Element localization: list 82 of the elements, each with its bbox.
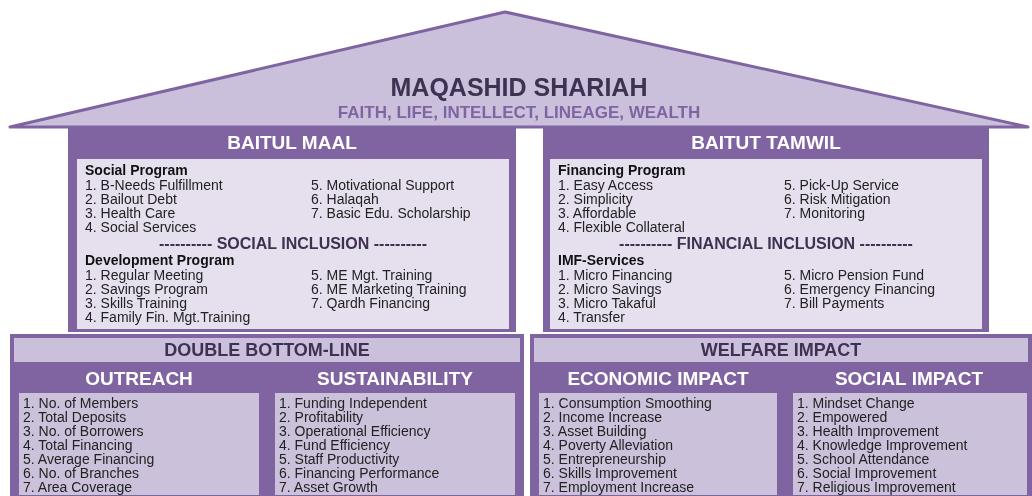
list-item: 2. Income Increase [543,410,663,424]
list-item: 4. Social Services [85,220,197,234]
list-item: 3. Health Care [85,206,176,220]
list-item: 6. Emergency Financing [784,282,935,296]
list-item: 2. Simplicity [558,192,633,206]
list-panel [274,392,516,496]
list-item: 4. Fund Efficiency [279,438,391,452]
list-item: 5. Pick-Up Service [784,178,900,192]
list-item: 3. Asset Building [543,424,647,438]
list-item: 3. Skills Training [85,296,187,310]
list-item: 4. Knowledge Improvement [797,438,968,452]
list-item: 6. Risk Mitigation [784,192,891,206]
section-heading: Social Program [85,163,188,178]
list-item: 1. Consumption Smoothing [543,396,712,410]
list-item: 5. School Attendance [797,452,930,466]
list-item: 7. Qardh Financing [311,296,431,310]
list-item: 2. Savings Program [85,282,208,296]
list-item: 4. Total Financing [23,438,133,452]
panel-heading: ECONOMIC IMPACT [567,367,749,391]
list-panel [18,392,260,496]
list-item: 1. Micro Financing [558,268,673,282]
list-item: 3. Operational Efficiency [279,424,431,438]
list-item: 5. Average Financing [23,452,155,466]
list-item: 3. No. of Borrowers [23,424,144,438]
list-item: 4. Family Fin. Mgt.Training [85,310,251,324]
list-item: 1. Mindset Change [797,396,915,410]
list-item: 3. Affordable [558,206,637,220]
list-item: 5. Entrepreneurship [543,452,666,466]
list-item: 6. Financing Performance [279,466,440,480]
list-item: 2. Empowered [797,410,888,424]
header-bar: WELFARE IMPACT [534,338,1028,362]
list-item: 1. No. of Members [23,396,139,410]
pillar-panel [543,128,989,332]
list-item: 1. Funding Independent [279,396,427,410]
list-item: 4. Poverty Alleviation [543,438,673,452]
list-item: 6. Halaqah [311,192,379,206]
list-item: 5. ME Mgt. Training [311,268,433,282]
panel-heading: BAITUT TAMWIL [691,131,841,155]
list-panel [792,392,1028,496]
panel-heading: OUTREACH [85,367,193,391]
list-item: 5. Motivational Support [311,178,455,192]
list-item: 5. Micro Pension Fund [784,268,925,282]
list-item: 2. Profitability [279,410,364,424]
roof-subtitle: FAITH, LIFE, INTELLECT, LINEAGE, WEALTH [337,102,701,124]
list-item: 2. Micro Savings [558,282,662,296]
list-item: 3. Micro Takaful [558,296,656,310]
section-heading: IMF-Services [558,253,645,268]
list-item: 3. Health Improvement [797,424,939,438]
list-panel [76,158,510,330]
list-item: 7. Area Coverage [23,480,132,494]
section-heading: Financing Program [558,163,686,178]
list-item: 1. Regular Meeting [85,268,204,282]
list-item: 7. Asset Growth [279,480,378,494]
list-item: 2. Bailout Debt [85,192,177,206]
base-band [530,334,1032,496]
panel-heading: SOCIAL IMPACT [834,367,984,391]
list-item: 5. Staff Productivity [279,452,400,466]
list-item: 1. B-Needs Fulfillment [85,178,223,192]
list-item: 6. ME Marketing Training [311,282,467,296]
list-item: 7. Basic Edu. Scholarship [311,206,471,220]
list-item: 7. Monitoring [784,206,865,220]
list-item: 6. Skills Improvement [543,466,677,480]
section-heading: Development Program [85,253,235,268]
section-divider: ---------- SOCIAL INCLUSION ---------- [158,234,428,253]
list-item: 2. Total Deposits [23,410,127,424]
panel-heading: BAITUL MAAL [227,131,357,155]
section-divider: ---------- FINANCIAL INCLUSION ---------- [619,234,913,253]
base-band [10,334,524,496]
list-item: 4. Flexible Collateral [558,220,685,234]
list-panel [538,392,778,496]
list-item: 6. Social Improvement [797,466,937,480]
list-item: 4. Transfer [558,310,625,324]
header-bar: DOUBLE BOTTOM-LINE [14,338,520,362]
list-item: 7. Bill Payments [784,296,885,310]
list-item: 7. Religious Improvement [797,480,956,494]
list-item: 7. Employment Increase [543,480,694,494]
pillar-panel [68,128,516,332]
roof-title: MAQASHID SHARIAH [390,72,648,102]
list-item: 6. No. of Branches [23,466,139,480]
list-panel [549,158,983,330]
list-item: 1. Easy Access [558,178,653,192]
panel-heading: SUSTAINABILITY [317,367,473,391]
